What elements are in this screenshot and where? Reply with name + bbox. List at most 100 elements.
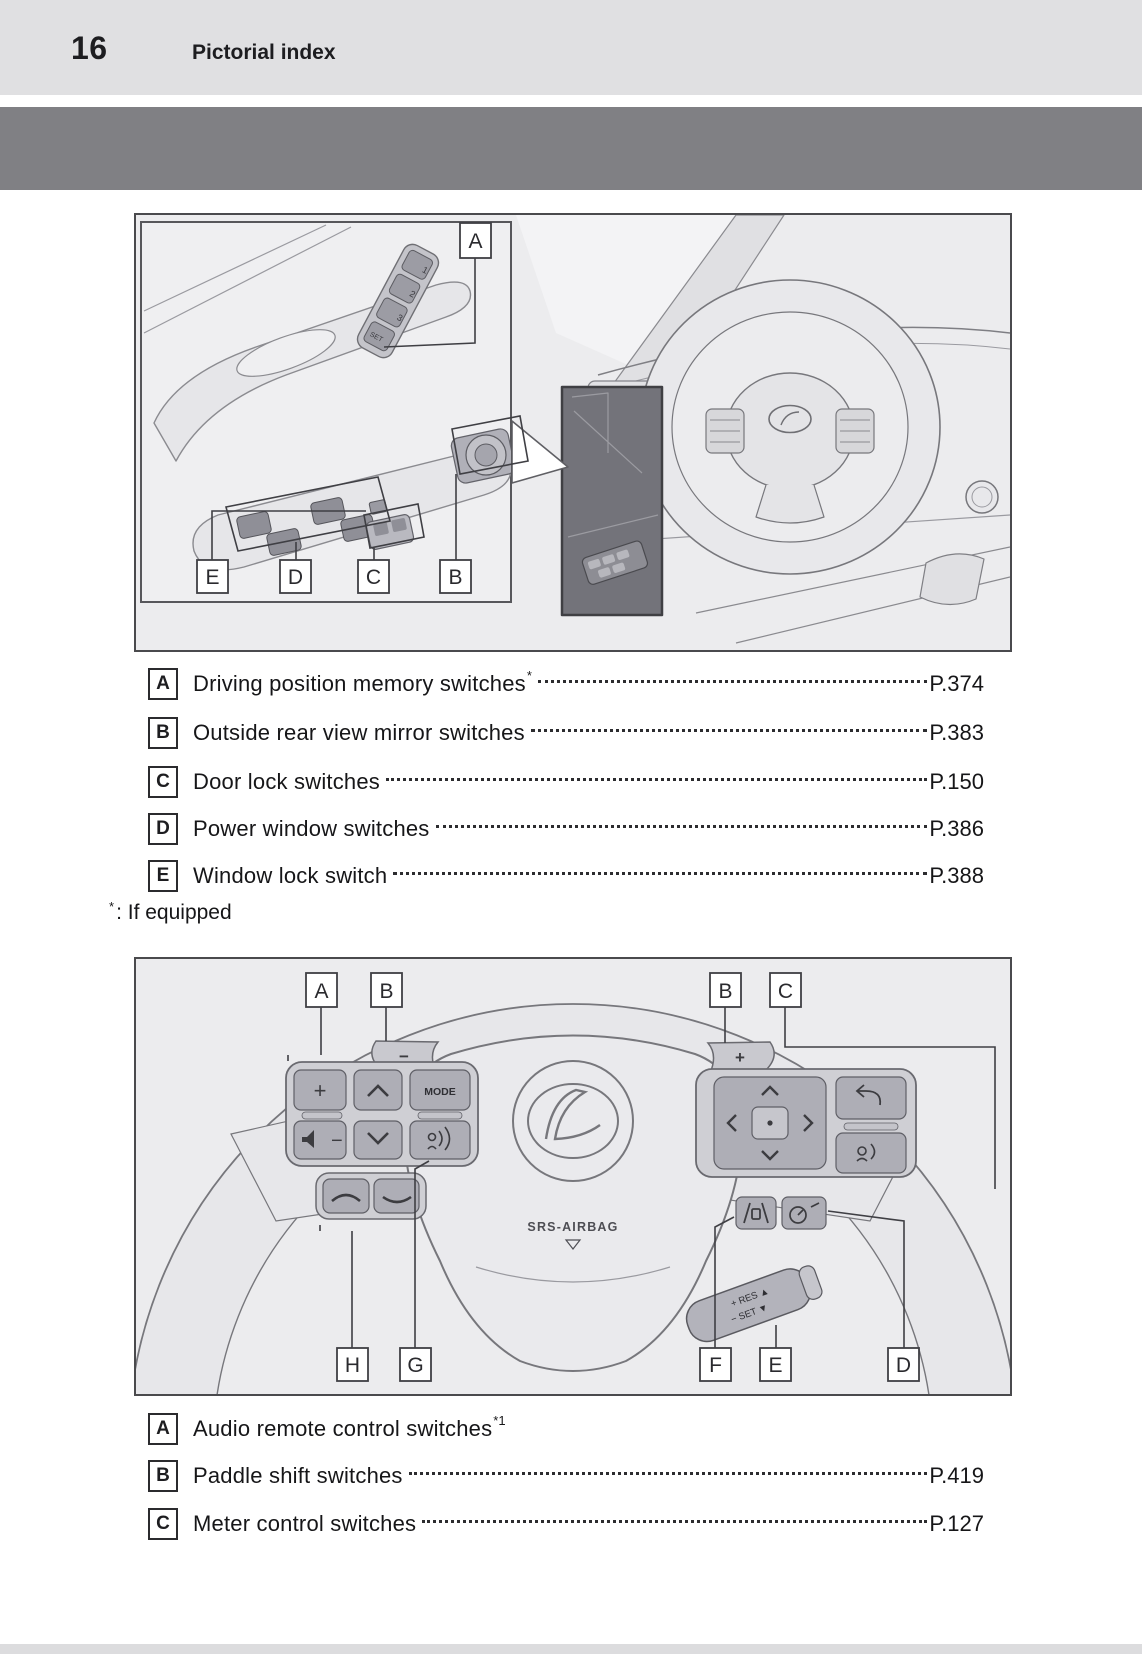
srs-airbag-label: SRS-AIRBAG (527, 1220, 618, 1234)
zoom-arrow-icon (511, 420, 569, 484)
seek-up-button (353, 1069, 403, 1111)
cruise-icon (789, 1202, 820, 1224)
page-reference: P.386 (929, 816, 984, 841)
dashboard-scene (511, 215, 1010, 644)
return-arrow-icon (855, 1084, 882, 1106)
index-letter-box: E (148, 860, 178, 892)
voice-icon (427, 1126, 451, 1151)
paddle-plus-label: + (735, 1048, 745, 1067)
callout-e-letter: E (205, 566, 219, 589)
callout-leaders (287, 1007, 996, 1348)
section-title: Pictorial index (192, 41, 336, 64)
lexus-logo-icon (512, 1060, 634, 1182)
handle-cutout (236, 329, 336, 377)
meter-control-switches (695, 1068, 917, 1178)
door-switches-illustration: 1 2 3 SET (140, 215, 1010, 644)
memory-3-label: 3 (395, 312, 404, 323)
index-label: Door lock switches (193, 769, 380, 794)
lane-assist-button (735, 1196, 777, 1230)
start-button (965, 480, 999, 514)
bottom-callouts: E D C B (196, 559, 472, 594)
footer-band (0, 1644, 1142, 1654)
dot-leader (435, 824, 928, 828)
memory-1-label: 1 (421, 265, 430, 276)
speaker-icon (302, 1130, 314, 1148)
index-footnote-mark: *1 (493, 1412, 506, 1428)
phone-end-button (373, 1178, 420, 1214)
callout-brackets (211, 415, 529, 560)
voice-command-button (409, 1120, 471, 1160)
callout-d-letter: D (288, 566, 303, 589)
callout-b-right-letter: B (718, 980, 732, 1003)
callout-b-left-letter: B (379, 980, 393, 1003)
callout-f-letter: F (709, 1354, 722, 1377)
page-reference: P.383 (929, 720, 984, 745)
back-button (835, 1076, 907, 1120)
page-reference: P.127 (929, 1511, 984, 1536)
dot-leader (386, 777, 928, 781)
airbag-hub (725, 372, 855, 490)
index-label: Audio remote control switches (193, 1416, 493, 1441)
callout-c-letter: C (778, 980, 793, 1003)
index-letter-box: A (148, 1413, 178, 1445)
chapter-tab-band (0, 107, 1142, 190)
side-window (516, 215, 736, 365)
top-callouts: A B B C (305, 972, 802, 1008)
enter-dot-icon (767, 1120, 773, 1126)
mode-button (409, 1069, 471, 1111)
index-letter-box: B (148, 1460, 178, 1492)
callout-a-letter: A (468, 230, 482, 253)
volume-minus-label: − (331, 1130, 343, 1152)
index-label: Outside rear view mirror switches (193, 720, 525, 745)
index-label: Window lock switch (193, 863, 388, 888)
dot-leader (422, 1519, 928, 1523)
shifter-boot (919, 553, 985, 606)
highlighted-door-area (560, 385, 664, 617)
memory-2-label: 2 (408, 288, 417, 299)
page-reference: P.419 (929, 1463, 984, 1488)
chevron-down-icon (367, 1132, 389, 1145)
cruise-control-stalk: + RES ▲ − SET ▼ (685, 1265, 823, 1343)
page-reference: P.388 (929, 863, 984, 888)
door-panel-art: 1 2 3 SET (143, 224, 511, 571)
paddle-minus-label: − (399, 1047, 409, 1066)
door-switch-panel-highlight (581, 540, 649, 585)
index-label: Power window switches (193, 816, 430, 841)
chevron-up-icon (367, 1084, 389, 1097)
index-row: B Paddle shift switches P.419 (148, 1458, 984, 1494)
bottom-spoke (755, 484, 825, 524)
talk-button (835, 1132, 907, 1174)
diagram-door-switches: 1 2 3 SET (134, 213, 1012, 652)
index-label: Meter control switches (193, 1511, 417, 1536)
bottom-callouts: H G F E D (336, 1347, 920, 1382)
steering-wheel-illustration: SRS-AIRBAG − + + − (136, 972, 1010, 1394)
door-top-lines (143, 224, 352, 334)
callout-a: A (383, 222, 492, 348)
diagram-steering-wheel: SRS-AIRBAG − + + − (134, 957, 1012, 1396)
hub-contour (475, 1266, 671, 1283)
steering-wheel-small (639, 279, 941, 575)
lane-assist-icon (743, 1202, 769, 1224)
volume-down-button (293, 1120, 347, 1160)
seek-down-button (353, 1120, 403, 1160)
cruise-distance-button (781, 1196, 827, 1230)
mode-label: MODE (424, 1086, 456, 1098)
callout-g-letter: G (407, 1354, 423, 1377)
index-row: B Outside rear view mirror switches P.38… (148, 715, 984, 751)
index-label: Paddle shift switches (193, 1463, 403, 1488)
index-row: A Audio remote control switches *1 (148, 1411, 984, 1447)
phone-switches (315, 1172, 427, 1220)
audio-remote-switches: + − MODE (285, 1061, 479, 1167)
horn-icon (564, 1239, 582, 1250)
index-label: Driving position memory switches (193, 671, 526, 696)
dpad-arrows-icon (726, 1085, 814, 1161)
dot-leader (393, 871, 928, 875)
page-reference: P.374 (929, 671, 984, 696)
index-letter-box: A (148, 668, 178, 700)
page-reference: P.150 (929, 769, 984, 794)
index-letter-box: C (148, 766, 178, 798)
phone-hangup-icon (382, 1195, 412, 1204)
page-number: 16 (71, 30, 108, 66)
callout-c-letter: C (366, 566, 381, 589)
